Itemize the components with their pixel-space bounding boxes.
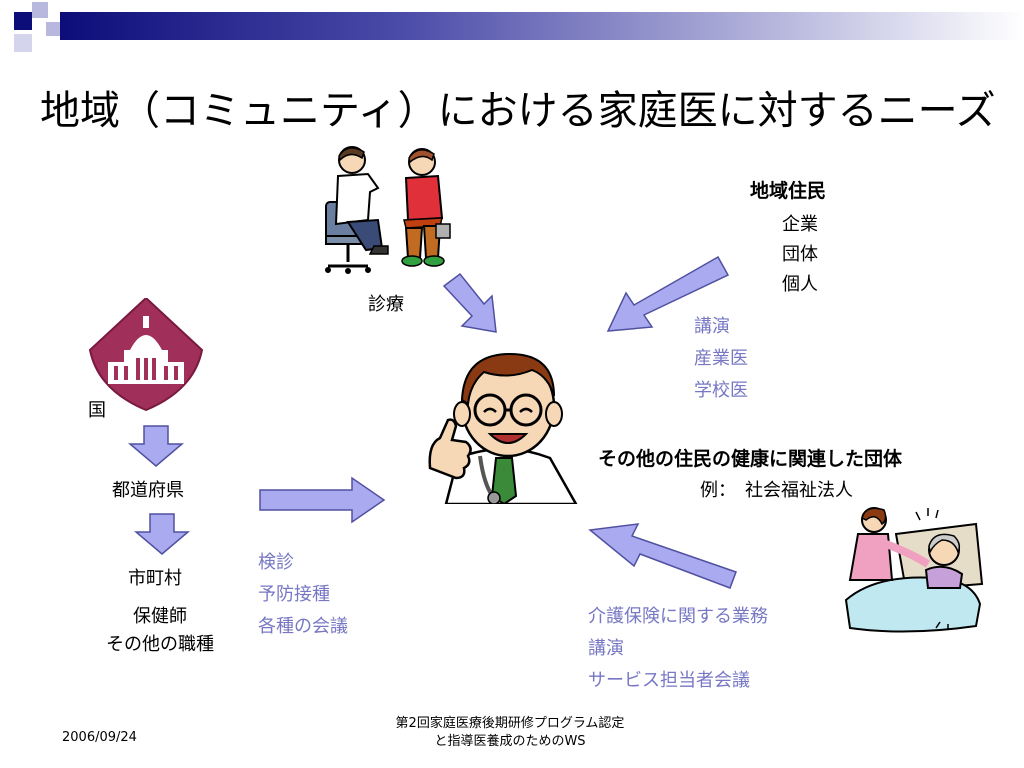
footer-line-1: 第2回家庭医療後期研修プログラム認定 [395,716,625,731]
doctor-thumbs-up-icon [428,352,578,504]
residents-heading: 地域住民 [750,180,827,202]
header-gradient-bar [60,12,1024,40]
residents-item-kigyo: 企業 [782,214,818,235]
label-shinryo: 診療 [368,294,404,315]
arrow-right-gov-icon [259,476,386,524]
care-service-koen: 講演 [588,638,624,659]
doctor-patient-consultation-icon [325,146,451,274]
label-todofuken: 都道府県 [112,480,184,501]
other-groups-heading: その他の住民の健康に関連した団体 [598,448,903,470]
gov-service-kenshin: 検診 [258,552,294,573]
slide-title: 地域（コミュニティ）における家庭医に対するニーズ [40,88,996,134]
arrow-residents-icon [606,255,730,332]
care-service-kaigo: 介護保険に関する業務 [588,606,768,627]
residents-item-dantai: 団体 [782,244,818,265]
residents-item-kojin: 個人 [782,274,818,295]
caregiver-patient-bed-icon [844,507,984,633]
resident-service-koen: 講演 [694,316,730,337]
label-shichoson: 市町村 [128,568,182,589]
resident-service-sangyoi: 産業医 [694,348,748,369]
header-square-pale [14,34,32,52]
arrow-down-kuni-icon [128,425,184,467]
label-kuni: 国 [88,400,106,421]
arrow-down-todofuken-icon [134,513,190,555]
arrow-care-icon [588,523,737,589]
footer-date: 2006/09/24 [62,730,137,745]
header-square-light [32,2,48,18]
arrow-shinryo-icon [442,272,497,333]
gov-service-kakushu-kaigi: 各種の会議 [258,616,348,637]
header-square-dark [14,12,32,30]
header-square-light [46,22,60,36]
resident-service-gakkoi: 学校医 [694,380,748,401]
other-groups-example: 例： 社会福祉法人 [700,480,853,501]
gov-service-yobo-sesshu: 予防接種 [258,584,330,605]
footer-line-2: と指導医養成のためのWS [434,734,586,749]
capitol-building-icon [88,298,204,412]
label-hokenshi: 保健師 [133,606,187,627]
care-service-service-tanto: サービス担当者会議 [588,670,750,691]
label-sonota-shokushu: その他の職種 [106,634,214,655]
